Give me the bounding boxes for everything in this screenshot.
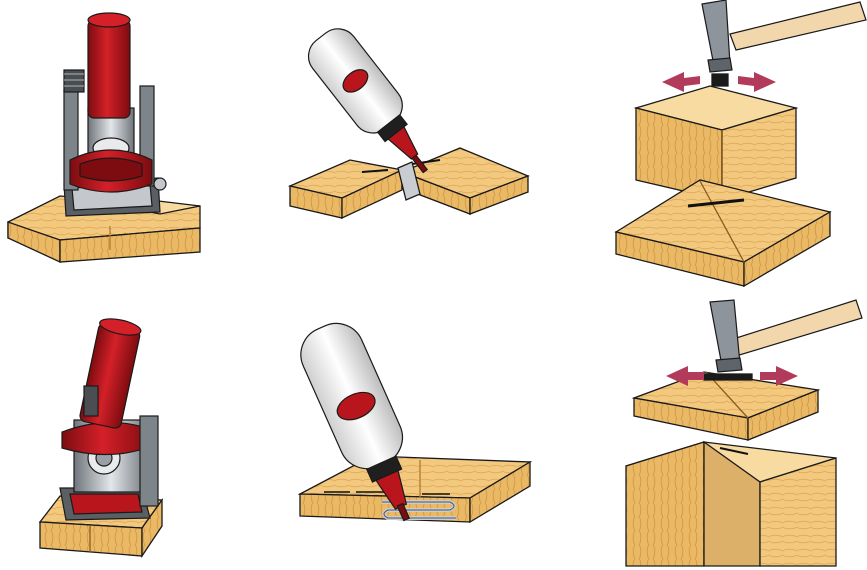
wood-frame-icon [616, 74, 830, 286]
router-tool-icon [60, 316, 158, 520]
hammer-icon [702, 0, 866, 72]
step-1-router-on-mitre-joint [8, 13, 200, 262]
hammer-icon [710, 300, 862, 372]
step-4-router-on-flat-joint [40, 316, 162, 556]
step-5-glue-into-slot [292, 315, 530, 533]
step-2-glue-into-groove [290, 21, 528, 218]
wood-frame-icon [634, 372, 818, 440]
wood-pieces-icon [290, 148, 528, 218]
wood-corner-icon [626, 442, 836, 566]
wood-board-icon [300, 456, 530, 522]
step-6-hammer-corner-joint [626, 300, 862, 566]
step-3-hammer-insert-clip [616, 0, 866, 286]
router-tool-icon [64, 13, 166, 216]
